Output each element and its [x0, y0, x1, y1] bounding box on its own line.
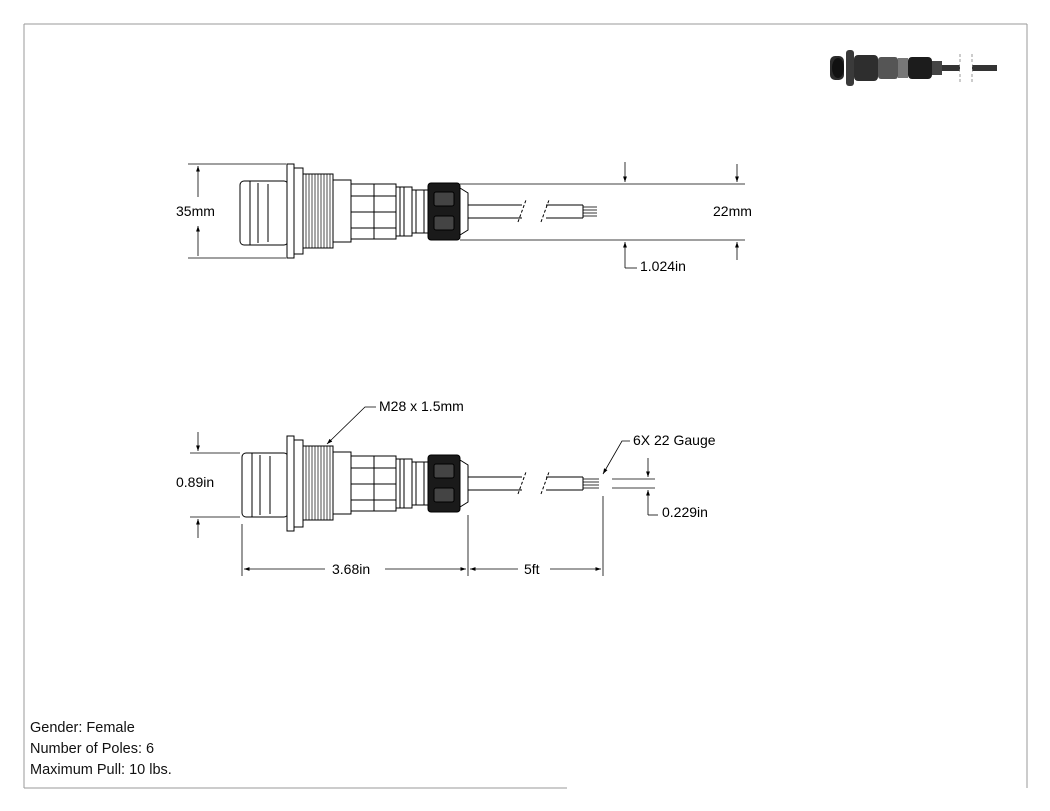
top-view-dimensions [188, 162, 745, 269]
dim-1024in-label: 1.024in [640, 258, 686, 274]
spec-gender: Gender: Female [30, 720, 135, 736]
dim-368in-label: 3.68in [332, 561, 370, 577]
spec-poles: Number of Poles: 6 [30, 741, 155, 757]
dim-5ft-label: 5ft [524, 561, 540, 577]
connector-iso-thumbnail [830, 50, 997, 86]
wire-gauge-label: 6X 22 Gauge [633, 432, 716, 448]
dim-22mm-label: 22mm [713, 203, 752, 219]
dim-35mm-label: 35mm [176, 203, 215, 219]
connector-side-view-top [239, 163, 597, 259]
dim-0229in-label: 0.229in [662, 504, 708, 520]
connector-side-view-bottom [241, 435, 599, 532]
dim-089in-label: 0.89in [176, 474, 214, 490]
spec-max-pull: Maximum Pull: 10 lbs. [30, 762, 172, 778]
thread-spec-label: M28 x 1.5mm [379, 398, 464, 414]
sheet-border [23, 23, 1028, 789]
bottom-view-dimensions [190, 406, 658, 576]
